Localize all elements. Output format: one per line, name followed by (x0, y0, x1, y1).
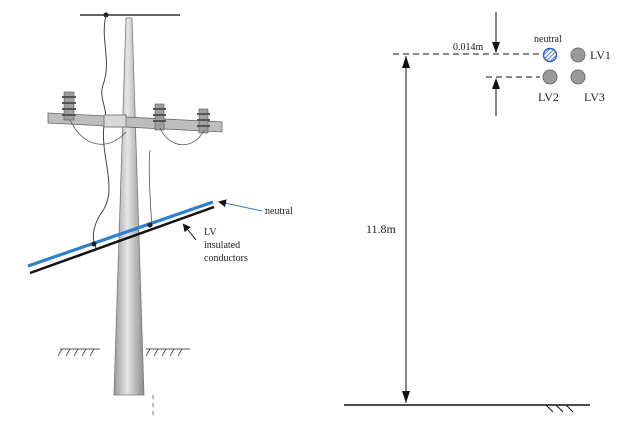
lv-pointer-arrow (182, 223, 197, 241)
lv-label-line-1: LV (204, 227, 217, 238)
pole-illustration: neutral LV insulated conductors (27, 12, 293, 415)
lv3-conductor-label: LV3 (584, 90, 605, 104)
dropper-lower (148, 149, 153, 227)
dropper-wire (92, 14, 110, 249)
lv-label-line-3: conductors (204, 253, 248, 264)
ground-hatch (545, 404, 574, 413)
insulator-right (197, 108, 210, 134)
lv1-conductor (570, 47, 586, 63)
spacing-arrow-top-head (492, 42, 500, 53)
lv-label-line-2: insulated (204, 240, 240, 251)
attachment-point-right (147, 222, 153, 228)
lv2-conductor (542, 69, 558, 85)
insulator-left (62, 91, 76, 121)
height-arrow-top (402, 56, 410, 68)
neutral-pointer-arrow (218, 199, 263, 212)
lv-conductor-line (29, 205, 215, 275)
lv2-conductor-label: LV2 (538, 90, 559, 104)
neutral-conductor-label: neutral (534, 34, 562, 45)
attachment-point-left (91, 241, 97, 247)
neutral-label: neutral (265, 206, 293, 217)
pole-body (113, 17, 145, 396)
insulator-middle (153, 103, 166, 131)
spacing-label: 0.014m (453, 42, 484, 53)
neutral-conductor-line (27, 200, 214, 268)
height-label: 11.8m (366, 222, 397, 236)
spacing-arrow-bottom-head (492, 78, 500, 89)
neutral-conductor (542, 47, 558, 63)
height-arrow-bottom (402, 391, 410, 403)
jumper-wire-right (159, 127, 205, 146)
ground-marks (57, 348, 190, 357)
lv1-conductor-label: LV1 (590, 48, 611, 62)
dimension-diagram: 11.8m 0.014m neutral LV1 LV2 LV3 (344, 12, 611, 413)
jumper-wire-left (69, 119, 127, 145)
lv3-conductor (570, 69, 586, 85)
crossarm-bracket (103, 114, 127, 128)
